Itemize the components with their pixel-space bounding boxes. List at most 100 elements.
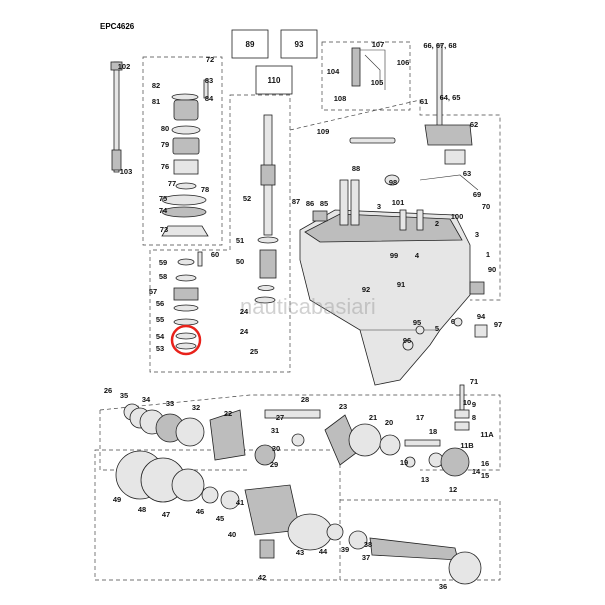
- callout-25: 25: [250, 347, 258, 356]
- kit-box-89: [231, 29, 269, 59]
- callout-14: 14: [472, 467, 481, 476]
- callout-50: 50: [236, 257, 244, 266]
- callout-91: 91: [397, 280, 405, 289]
- callout-24: 24: [240, 307, 249, 316]
- callout-102: 102: [118, 62, 131, 71]
- callout-107: 107: [372, 40, 385, 49]
- callout-105: 105: [371, 78, 384, 87]
- callout-45: 45: [216, 514, 224, 523]
- callout-38: 38: [364, 540, 372, 549]
- callout-22: 22: [224, 409, 232, 418]
- callout-23: 23: [339, 402, 347, 411]
- callout-18: 18: [429, 427, 437, 436]
- callout-60: 60: [211, 250, 219, 259]
- callout-64-65: 64, 65: [440, 93, 461, 102]
- callout-36: 36: [439, 582, 447, 591]
- callout-37: 37: [362, 553, 370, 562]
- callout-9: 9: [472, 400, 476, 409]
- callout-63: 63: [463, 169, 471, 178]
- callout-78: 78: [201, 185, 209, 194]
- callout-1: 1: [486, 250, 490, 259]
- callout-75: 75: [159, 194, 167, 203]
- callout-6: 6: [451, 317, 455, 326]
- callout-81: 81: [152, 97, 160, 106]
- callout-43: 43: [296, 548, 304, 557]
- callout-104: 104: [327, 67, 340, 76]
- callout-100: 100: [451, 212, 464, 221]
- callout-27: 27: [276, 413, 284, 422]
- callout-29: 29: [270, 460, 278, 469]
- callout-101: 101: [392, 198, 405, 207]
- highlight-ring: [170, 324, 202, 356]
- callout-24: 24: [240, 327, 249, 336]
- callout-66-67-68: 66, 67, 68: [423, 41, 456, 50]
- callout-42: 42: [258, 573, 266, 582]
- callout-12: 12: [449, 485, 457, 494]
- callout-103: 103: [120, 167, 133, 176]
- callout-98: 98: [389, 178, 397, 187]
- callout-70: 70: [482, 202, 490, 211]
- callout-88: 88: [352, 164, 360, 173]
- callout-17: 17: [416, 413, 424, 422]
- callout-52: 52: [243, 194, 251, 203]
- callout-92: 92: [362, 285, 370, 294]
- callout-16: 16: [481, 459, 489, 468]
- callout-28: 28: [301, 395, 309, 404]
- callout-71: 71: [470, 377, 478, 386]
- callout-46: 46: [196, 507, 204, 516]
- callout-15: 15: [481, 471, 489, 480]
- callout-32: 32: [192, 403, 200, 412]
- callout-47: 47: [162, 510, 170, 519]
- callout-82: 82: [152, 81, 160, 90]
- callout-110: 110: [268, 76, 281, 85]
- callout-74: 74: [159, 206, 168, 215]
- callout-89: 89: [246, 40, 255, 49]
- callout-108: 108: [334, 94, 347, 103]
- callout-13: 13: [421, 475, 429, 484]
- callout-30: 30: [272, 444, 280, 453]
- callout-8: 8: [472, 413, 476, 422]
- diagram-code: EPC4626: [100, 22, 135, 31]
- callout-31: 31: [271, 426, 279, 435]
- callout-55: 55: [156, 315, 164, 324]
- callout-41: 41: [236, 498, 244, 507]
- callout-94: 94: [477, 312, 486, 321]
- callout-44: 44: [319, 547, 328, 556]
- callout-20: 20: [385, 418, 393, 427]
- callout-93: 93: [295, 40, 304, 49]
- callout-3: 3: [377, 202, 381, 211]
- callout-87: 87: [292, 197, 300, 206]
- callout-97: 97: [494, 320, 502, 329]
- callout-26: 26: [104, 386, 112, 395]
- callout-77: 77: [168, 179, 176, 188]
- callout-84: 84: [205, 94, 214, 103]
- callout-106: 106: [397, 58, 410, 67]
- callout-34: 34: [142, 395, 151, 404]
- callout-3: 3: [475, 230, 479, 239]
- callout-2: 2: [435, 219, 439, 228]
- callout-57: 57: [149, 287, 157, 296]
- callout-83: 83: [205, 76, 213, 85]
- callout-56: 56: [156, 299, 164, 308]
- kit-box-110: [255, 65, 293, 95]
- callout-61: 61: [420, 97, 428, 106]
- callout-53: 53: [156, 344, 164, 353]
- callout-58: 58: [159, 272, 167, 281]
- callout-95: 95: [413, 318, 421, 327]
- callout-73: 73: [160, 225, 168, 234]
- callout-99: 99: [390, 251, 398, 260]
- callout-19: 19: [400, 458, 408, 467]
- callout-90: 90: [488, 265, 496, 274]
- callout-51: 51: [236, 236, 244, 245]
- callout-39: 39: [341, 545, 349, 554]
- callout-76: 76: [161, 162, 169, 171]
- callout-10: 10: [463, 398, 471, 407]
- callout-109: 109: [317, 127, 330, 136]
- callout-85: 85: [320, 199, 328, 208]
- callout-40: 40: [228, 530, 236, 539]
- callout-21: 21: [369, 413, 377, 422]
- watermark: nauticabasiari: [240, 294, 376, 319]
- callout-69: 69: [473, 190, 481, 199]
